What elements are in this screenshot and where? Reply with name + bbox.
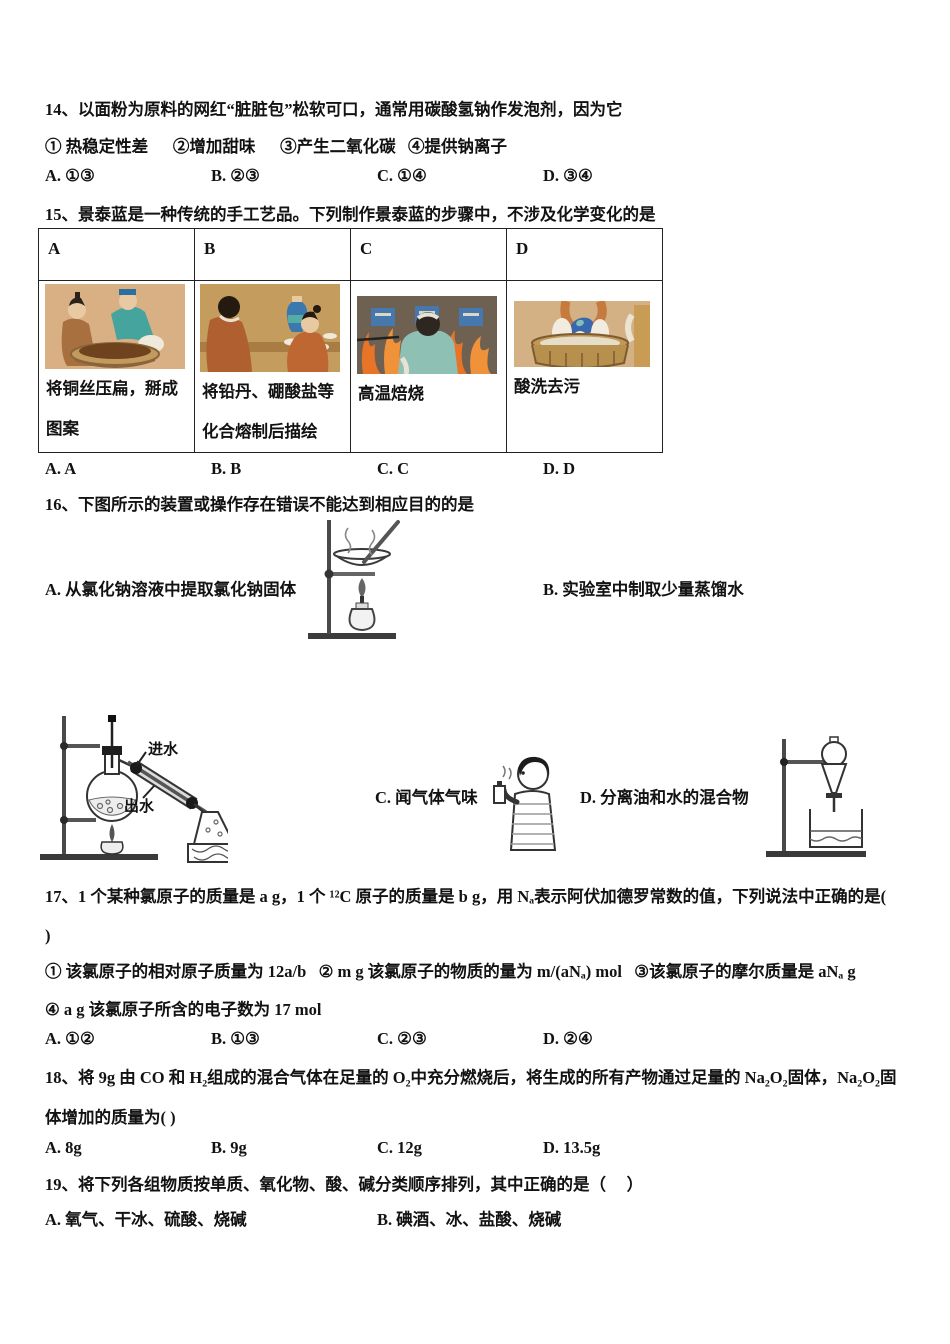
alcohol-lamp bbox=[348, 608, 376, 632]
stand-base bbox=[308, 633, 396, 639]
stirring-rod bbox=[362, 520, 400, 564]
q15-table-content-row: 将铜丝压扁，掰成图案 bbox=[38, 280, 663, 453]
hair bbox=[518, 756, 550, 776]
smelling-gas-figure bbox=[493, 756, 557, 851]
q19-stem: 19、将下列各组物质按单质、氧化物、酸、碱分类顺序排列，其中正确的是（ ） bbox=[45, 1175, 644, 1194]
water-out-arrow bbox=[142, 785, 155, 799]
q15-option-b: B. B bbox=[211, 459, 242, 478]
q19-option-b: B. 碘酒、冰、盐酸、烧碱 bbox=[377, 1210, 562, 1229]
steam-wisps bbox=[344, 527, 352, 554]
q14-option-d: D. ③④ bbox=[543, 166, 593, 185]
q14-items: ① 热稳定性差 ②增加甜味 ③产生二氧化碳 ④提供钠离子 bbox=[45, 137, 507, 156]
distillation-apparatus-figure: 进水 出水 bbox=[40, 715, 228, 863]
q14-stem: 14、以面粉为原料的网红“脏脏包”松软可口，通常用碳酸氢钠作发泡剂，因为它 bbox=[45, 100, 623, 119]
q18-options: A. 8g B. 9g C. 12g D. 13.5g bbox=[45, 1138, 709, 1158]
stand-base bbox=[766, 851, 866, 857]
q14-option-b: B. ②③ bbox=[211, 166, 260, 185]
q16-stem: 16、下图所示的装置或操作存在错误不能达到相应目的的是 bbox=[45, 495, 474, 514]
q17-option-c: C. ②③ bbox=[377, 1029, 427, 1048]
q14-options: A. ①③ B. ②③ C. ①④ D. ③④ bbox=[45, 166, 709, 186]
water-out-label: 出水 bbox=[124, 797, 155, 815]
q15-caption-b: 将铅丹、硼酸盐等化合熔制后描绘 bbox=[202, 382, 334, 441]
body bbox=[509, 790, 557, 851]
water-in-label: 进水 bbox=[148, 740, 179, 758]
q15-options: A. A B. B C. C D. D bbox=[45, 459, 709, 479]
q17-options: A. ①② B. ①③ C. ②③ D. ②④ bbox=[45, 1029, 709, 1049]
q15-table-header-row: A B C D bbox=[38, 228, 663, 281]
q17-stem-line2: ) bbox=[45, 926, 51, 945]
q14-option-c: C. ①④ bbox=[377, 166, 427, 185]
separating-funnel bbox=[821, 741, 847, 767]
q15-option-a: A. A bbox=[45, 459, 77, 478]
q15-option-c: C. C bbox=[377, 459, 410, 478]
q15-header-a: A bbox=[38, 228, 195, 281]
flame bbox=[109, 824, 115, 842]
q15-header-b: B bbox=[194, 228, 351, 281]
q16-option-b: B. 实验室中制取少量蒸馏水 bbox=[543, 580, 744, 599]
q18-stem-line2: 体增加的质量为( ) bbox=[45, 1108, 176, 1127]
q17-items-line2: ④ a g 该氯原子所含的电子数为 17 mol bbox=[45, 1000, 322, 1019]
q15-table: A B C D bbox=[38, 228, 663, 453]
q17-option-d: D. ②④ bbox=[543, 1029, 593, 1048]
q17-option-a: A. ①② bbox=[45, 1029, 95, 1048]
q16-option-a: A. 从氯化钠溶液中提取氯化钠固体 bbox=[45, 580, 297, 599]
q18-stem-line1: 18、将 9g 由 CO 和 H₂组成的混合气体在足量的 O₂中充分燃烧后，将生… bbox=[45, 1068, 897, 1087]
wood-block bbox=[187, 843, 228, 863]
q19-options: A. 氧气、干冰、硫酸、烧碱 B. 碘酒、冰、盐酸、烧碱 bbox=[45, 1206, 709, 1230]
q15-option-d: D. D bbox=[543, 459, 576, 478]
water-in-arrow bbox=[136, 751, 147, 766]
q17-option-b: B. ①③ bbox=[211, 1029, 260, 1048]
separating-funnel-figure bbox=[766, 736, 866, 857]
q15-header-c: C bbox=[350, 228, 507, 281]
stand-pole bbox=[62, 716, 66, 854]
q15-caption-c: 高温焙烧 bbox=[358, 384, 424, 403]
q18-option-d: D. 13.5g bbox=[543, 1138, 601, 1157]
q14-option-a: A. ①③ bbox=[45, 166, 95, 185]
q18-option-a: A. 8g bbox=[45, 1138, 82, 1157]
q16-option-c: C. 闻气体气味 bbox=[375, 788, 478, 807]
q17-stem-line1: 17、1 个某种氯原子的质量是 a g，1 个 ¹²C 原子的质量是 b g，用… bbox=[45, 887, 887, 906]
flame bbox=[358, 578, 366, 598]
q18-option-b: B. 9g bbox=[211, 1138, 247, 1157]
q15-caption-a: 将铜丝压扁，掰成图案 bbox=[46, 379, 178, 438]
q16-option-d: D. 分离油和水的混合物 bbox=[580, 788, 749, 807]
stopcock bbox=[826, 793, 842, 798]
beaker bbox=[809, 809, 863, 848]
stand-pole bbox=[782, 739, 786, 851]
q19-option-a: A. 氧气、干冰、硫酸、烧碱 bbox=[45, 1210, 247, 1229]
craftsmen-painting-enamel-image bbox=[200, 284, 340, 372]
q17-items-line1: ① 该氯原子的相对原子质量为 12a/b ② m g 该氯原子的物质的量为 m/… bbox=[45, 962, 856, 981]
q15-caption-d: 酸洗去污 bbox=[514, 377, 580, 396]
stand-base bbox=[40, 854, 158, 860]
iron-ring bbox=[329, 572, 375, 576]
evaporation-apparatus-figure bbox=[308, 520, 400, 639]
alcohol-lamp bbox=[100, 841, 124, 855]
craftsmen-flattening-copper-wire-image bbox=[45, 284, 185, 369]
q18-option-c: C. 12g bbox=[377, 1138, 422, 1157]
acid-washing-vase-image bbox=[514, 301, 650, 367]
gas-bottle bbox=[493, 785, 506, 804]
high-temperature-firing-image bbox=[357, 296, 497, 374]
waft-lines bbox=[502, 765, 506, 778]
receiving-flask bbox=[192, 811, 228, 845]
q15-stem: 15、景泰蓝是一种传统的手工艺品。下列制作景泰蓝的步骤中，不涉及化学变化的是 bbox=[45, 205, 656, 224]
q15-header-d: D bbox=[506, 228, 663, 281]
